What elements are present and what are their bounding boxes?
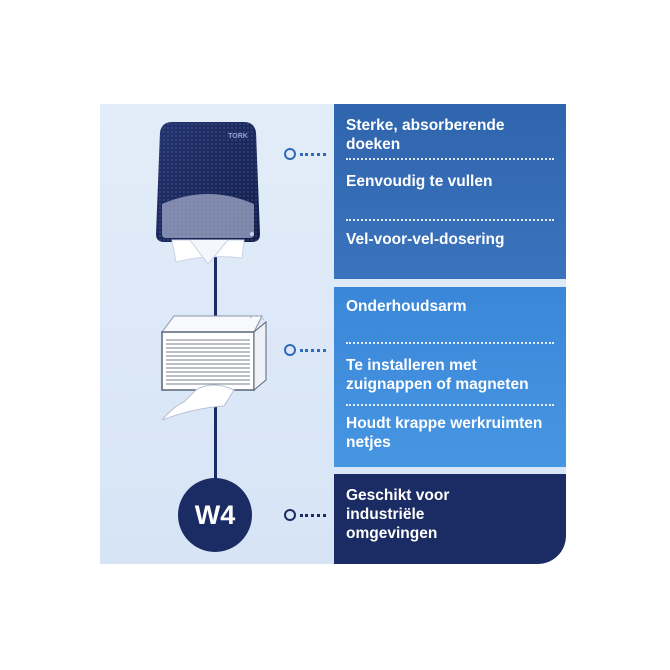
feature-strong-absorbent: Sterke, absorberende doeken [346, 117, 505, 153]
dotted-connector [300, 153, 326, 156]
dotted-divider [346, 404, 554, 406]
feature-panel-1: Sterke, absorberende doeken Eenvoudig te… [334, 104, 566, 279]
dotted-divider [346, 219, 554, 221]
feature-suction-magnets: Te installeren met zuignappen of magnete… [346, 357, 529, 393]
w4-badge: W4 [178, 478, 252, 552]
wall-dispenser-image [161, 314, 267, 421]
dispenser-image: TORK [156, 122, 260, 265]
feature-easy-refill: Eenvoudig te vullen [346, 173, 493, 190]
feature-sheet-dispensing: Vel-voor-vel-dosering [346, 231, 505, 248]
feature-panel-2: Onderhoudsarm Te installeren met zuignap… [334, 287, 566, 467]
ring-connector-icon [284, 509, 296, 521]
ring-connector-icon [284, 344, 296, 356]
product-feature-card: TORK W4 Sterke, absorberende doe [100, 104, 566, 564]
brand-logo: TORK [228, 133, 248, 140]
feature-panel-3: Geschikt voor industriële omgevingen [334, 474, 566, 564]
dotted-connector [300, 349, 326, 352]
feature-tidy-workspaces: Houdt krappe werkruimten netjes [346, 415, 543, 451]
dotted-connector [300, 514, 326, 517]
ring-connector-icon [284, 148, 296, 160]
dotted-divider [346, 342, 554, 344]
feature-low-maintenance: Onderhoudsarm [346, 298, 467, 315]
feature-industrial-environments: Geschikt voor industriële omgevingen [346, 487, 450, 542]
dotted-divider [346, 158, 554, 160]
